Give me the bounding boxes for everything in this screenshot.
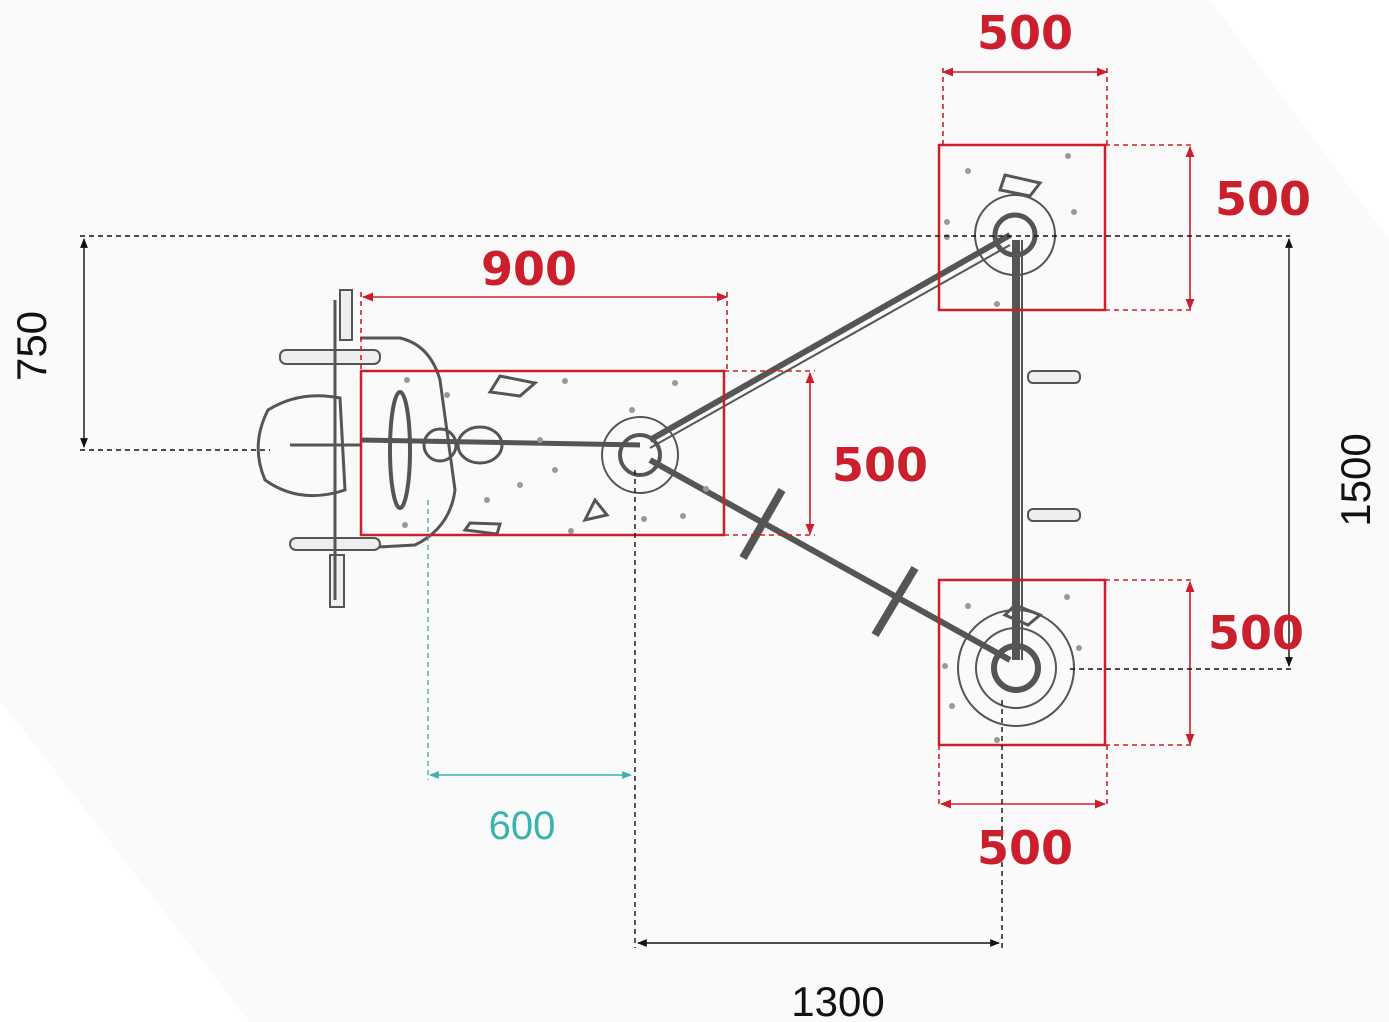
equipment-drawing	[256, 173, 1081, 727]
top-pad	[937, 143, 1107, 312]
handle-bottom	[329, 554, 345, 608]
black-dimensions	[80, 235, 1293, 948]
label-top-pad-height: 500	[1215, 172, 1311, 226]
arm-bottom	[648, 457, 1012, 663]
sprocket-2	[871, 565, 919, 638]
top-hub	[974, 194, 1056, 276]
bolt-dots	[402, 153, 1082, 743]
seat-outline	[256, 394, 347, 498]
main-platform	[359, 369, 726, 537]
bottom-pad	[937, 578, 1107, 747]
handle-top	[339, 289, 353, 341]
label-bottom-span: 1300	[791, 978, 884, 1022]
label-main-platform-width: 900	[481, 242, 577, 296]
label-main-platform-height: 500	[832, 438, 928, 492]
label-bottom-pad-height: 500	[1208, 606, 1304, 660]
label-right-span: 1500	[1332, 433, 1379, 526]
bottom-hub	[957, 609, 1075, 727]
label-wheel-offset: 600	[489, 804, 556, 848]
red-dimensions	[360, 67, 1195, 809]
arm-top	[648, 232, 1012, 443]
teal-dimension	[427, 500, 632, 780]
steering-wheel	[388, 390, 412, 510]
top-bar	[279, 349, 381, 365]
platforms	[359, 143, 1107, 747]
main-axle	[359, 437, 641, 448]
center-hub	[601, 416, 679, 494]
label-bottom-pad-width: 500	[977, 821, 1073, 875]
label-top-pad-width: 500	[977, 6, 1073, 60]
sprocket-1	[739, 488, 786, 560]
label-left-offset: 750	[8, 311, 55, 381]
